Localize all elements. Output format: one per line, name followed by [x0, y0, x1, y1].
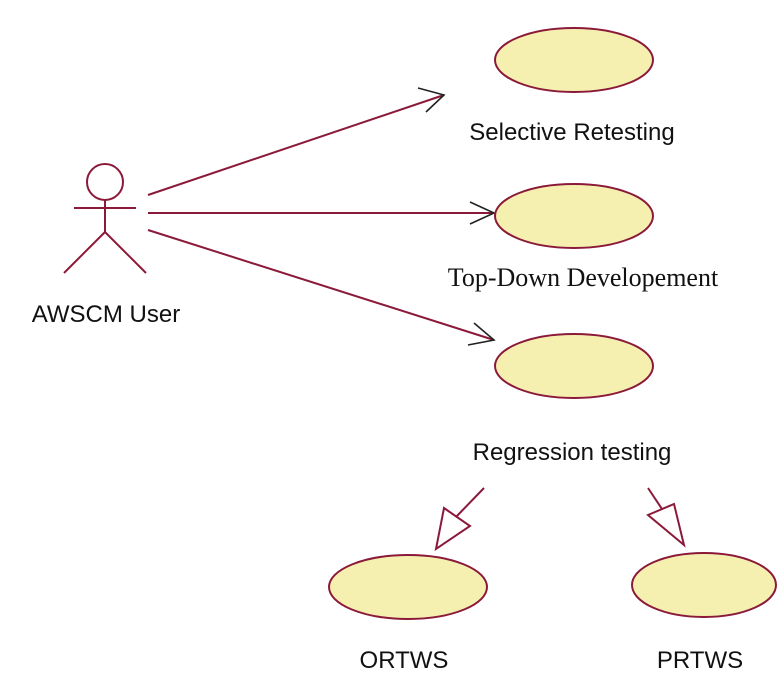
usecase-prtws[interactable]: PRTWS	[631, 552, 777, 674]
usecase-label: PRTWS	[657, 647, 743, 674]
arrowhead-regression	[467, 322, 496, 346]
association-selective	[147, 87, 446, 196]
usecase-label: ORTWS	[360, 647, 449, 674]
usecase-ellipse	[494, 333, 654, 399]
usecase-ellipse	[494, 27, 654, 93]
usecase-label: Top-Down Developement	[448, 263, 719, 292]
actor-right-leg	[104, 231, 147, 274]
generalization-triangle-ortws	[434, 506, 472, 552]
arrowhead-selective	[417, 87, 446, 113]
usecase-label: Regression testing	[473, 439, 672, 466]
usecase-ellipse	[328, 554, 488, 620]
generalization-triangle-prtws	[646, 502, 686, 548]
usecase-ortws[interactable]: ORTWS	[328, 554, 488, 674]
generalization-prtws	[646, 487, 686, 548]
actor-left-leg	[63, 231, 106, 274]
association-topdown	[148, 201, 496, 225]
actor-awscm-user[interactable]: AWSCM User	[32, 163, 180, 328]
association-regression	[147, 229, 496, 346]
actor-head	[86, 163, 124, 201]
generalization-ortws	[434, 487, 485, 552]
arrowhead-topdown	[469, 201, 496, 225]
usecase-selective-retesting[interactable]: Selective Retesting	[469, 27, 675, 146]
usecase-ellipse	[631, 552, 777, 618]
usecase-label: Selective Retesting	[469, 119, 674, 146]
actor-label: AWSCM User	[32, 301, 180, 328]
usecase-ellipse	[494, 183, 654, 249]
usecase-regression-testing[interactable]: Regression testing	[473, 333, 672, 466]
usecase-top-down-developement[interactable]: Top-Down Developement	[448, 183, 719, 292]
